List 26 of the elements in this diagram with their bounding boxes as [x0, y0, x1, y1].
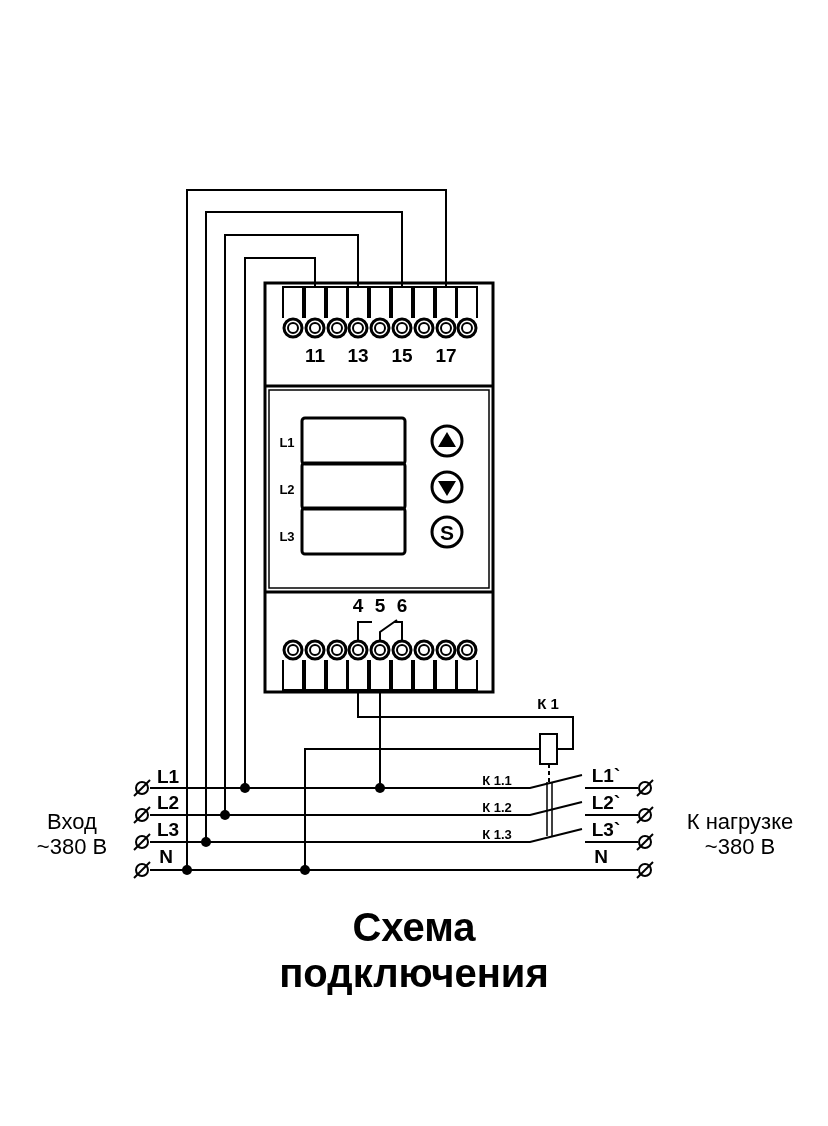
terminal-number: 6 [396, 595, 408, 617]
neutral-label: N [594, 846, 608, 868]
relay-label: К 1 [537, 695, 559, 713]
phase-label: L1` [591, 765, 621, 787]
phase-label: L1 [156, 766, 180, 788]
phase-label: L3` [591, 819, 621, 841]
input-label: Вход ~380 В [35, 808, 109, 860]
phase-label: L2 [279, 482, 295, 498]
contact-label: К 1.3 [482, 827, 512, 843]
output-label: К нагрузке ~380 В [685, 808, 795, 860]
phase-label: L2 [156, 792, 180, 814]
terminal-number: 4 [352, 595, 364, 617]
terminal-number: 11 [304, 345, 326, 367]
phase-label: L2` [591, 792, 621, 814]
phase-label: L1 [279, 435, 295, 451]
phase-label: L3 [156, 819, 180, 841]
neutral-label: N [159, 846, 173, 868]
contact-label: К 1.1 [482, 773, 512, 789]
terminal-number: 17 [435, 345, 457, 367]
terminal-number: 15 [391, 345, 413, 367]
terminal-number: 13 [347, 345, 369, 367]
phase-label: L3 [279, 529, 295, 545]
contact-label: К 1.2 [482, 800, 512, 816]
terminal-number: 5 [374, 595, 386, 617]
diagram-caption: Схема подключения [278, 904, 550, 996]
button-letter: S [440, 520, 454, 546]
